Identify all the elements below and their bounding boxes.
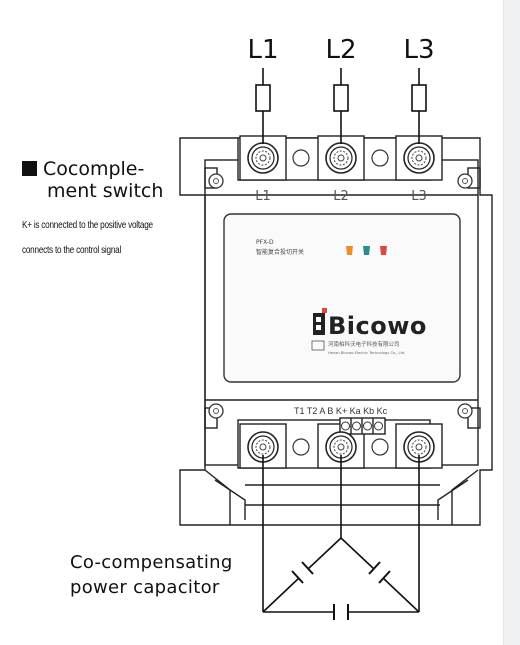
heading-line-2: ment switch [47,180,164,202]
top-terminal-l1 [247,142,279,174]
heading-line-1: Cocomple- [43,158,145,180]
top-terminal-l2 [325,142,357,174]
capacitor-label-line-2: power capacitor [70,577,220,598]
company-name-en: Henan Bicowo Electric Technology Co., Lt… [328,351,405,355]
fuses [255,84,427,112]
brand-name: Bicowo [328,312,427,340]
mount-hole-bottom-left [208,403,224,419]
led-indicator-1 [346,246,353,255]
led-indicator-2 [363,246,370,255]
control-terminal-screws [341,421,383,431]
phase-label-l1: L1 [247,35,278,65]
device-subtitle: 智能复合投切开关 [256,248,304,256]
mount-hole-top-left [208,173,224,189]
capacitor-symbols [291,561,391,620]
note-positive-voltage: K+ is connected to the positive voltage [22,219,153,231]
terminal-label-l1: L1 [255,189,271,204]
mount-hole-bottom-right [457,403,473,419]
terminal-label-l2: L2 [333,189,349,204]
company-name-cn: 河南柏科沃电子科技有限公司 [328,340,400,348]
phase-label-l2: L2 [325,35,356,65]
mount-hole-top-right [457,173,473,189]
capacitor-wiring [262,455,420,613]
device-model: PFX-D [256,239,274,246]
top-hole-2 [371,149,389,167]
top-terminal-l3 [403,142,435,174]
bottom-hole-1 [292,438,310,456]
capacitor-label-line-1: Co-compensating [70,552,233,573]
heading-square-bullet [22,161,37,176]
control-terminal-labels: T1 T2 A B K+ Ka Kb Kc [294,406,388,416]
switch-heading: Cocomple- ment switch [22,158,182,202]
status-leds [346,246,387,255]
company-logo-icon [311,340,325,351]
led-indicator-3 [380,246,387,255]
bottom-hole-2 [371,438,389,456]
brand-logo-mark [313,308,327,335]
top-hole-1 [292,149,310,167]
phase-label-l3: L3 [403,35,434,65]
note-control-signal: connects to the control signal [22,244,122,256]
side-scroll-strip [503,0,520,645]
terminal-label-l3: L3 [411,189,427,204]
